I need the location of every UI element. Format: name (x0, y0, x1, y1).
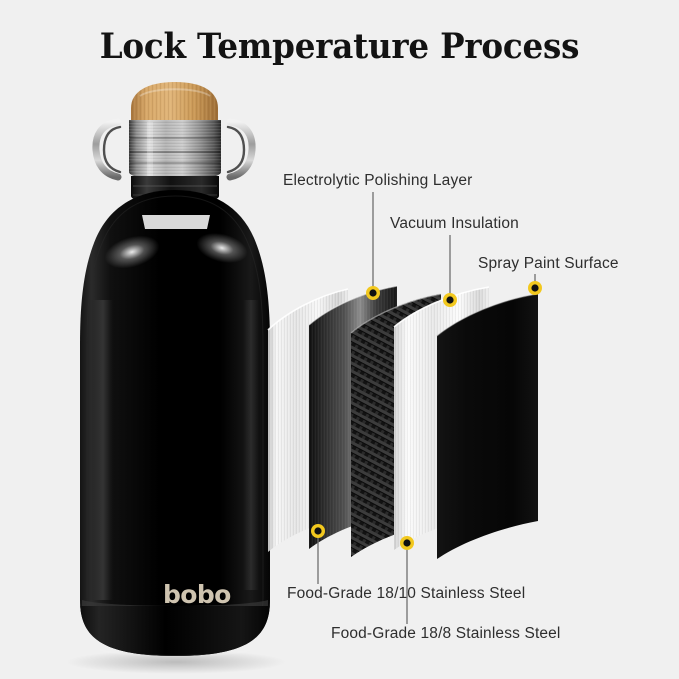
bail-handle (92, 118, 256, 181)
cap-collar (129, 120, 221, 181)
bottle-base (80, 600, 270, 656)
highlight-right (196, 233, 248, 263)
callout-markers (311, 281, 542, 550)
marker-food-grade-18-10 (311, 524, 325, 538)
material-layers (267, 285, 539, 559)
callout-label-electrolytic-polishing-layer: Electrolytic Polishing Layer (283, 172, 473, 189)
highlight-left (104, 235, 160, 269)
callout-label-food-grade-18-8: Food-Grade 18/8 Stainless Steel (331, 625, 561, 642)
wooden-cap (131, 82, 218, 122)
marker-spray-paint-surface (528, 281, 542, 295)
bottle-shadow (66, 650, 286, 674)
marker-food-grade-18-8 (400, 536, 414, 550)
bottle-body (80, 190, 270, 656)
callout-label-vacuum-insulation: Vacuum Insulation (390, 215, 519, 232)
marker-vacuum-insulation (443, 293, 457, 307)
layer-black-paint-surface (436, 293, 539, 559)
page-title: Lock Temperature Process (99, 26, 580, 67)
callout-label-food-grade-18-10: Food-Grade 18/10 Stainless Steel (287, 585, 526, 602)
callout-label-spray-paint-surface: Spray Paint Surface (478, 255, 619, 272)
bottle-illustration (66, 82, 286, 674)
brand-logo: bobo (163, 580, 231, 609)
marker-electrolytic-polishing-layer (366, 286, 380, 300)
callout-leader-lines (317, 192, 536, 624)
